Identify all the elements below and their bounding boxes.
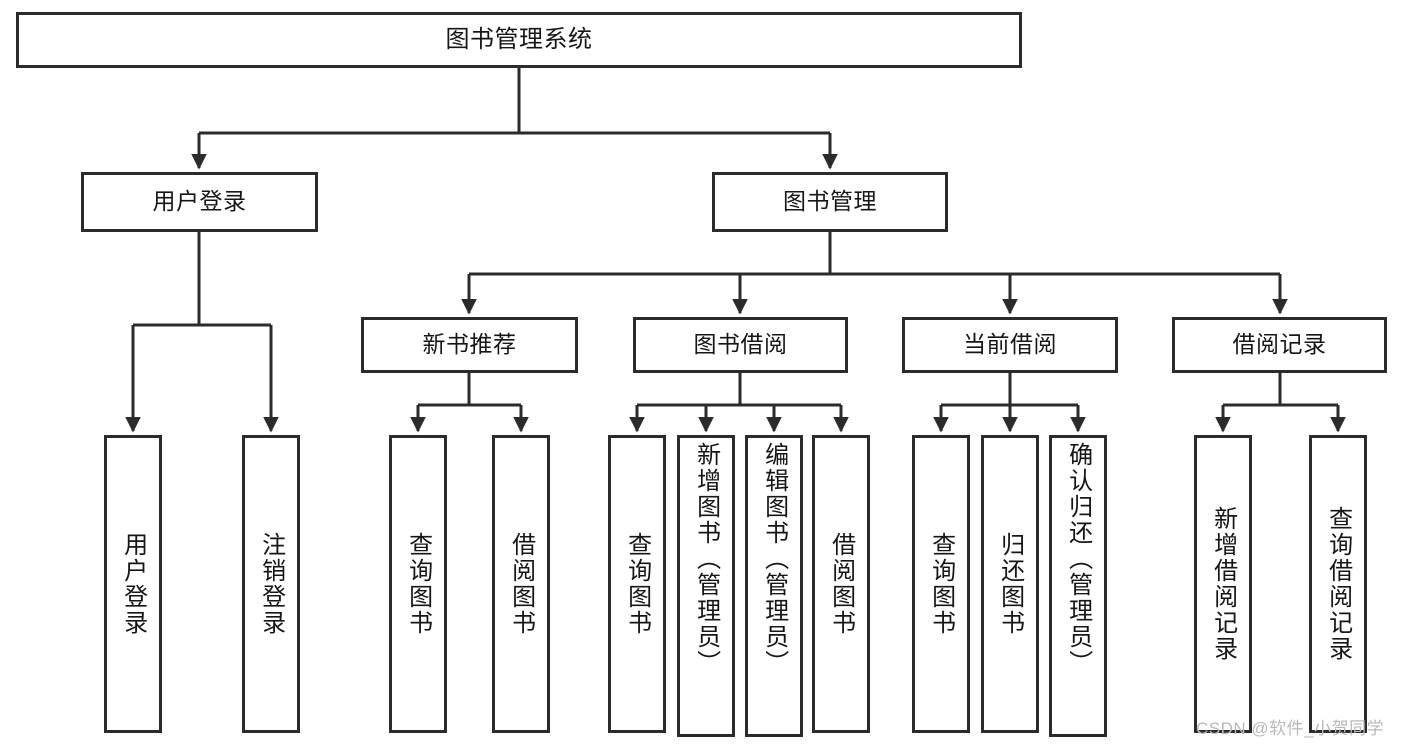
node-label: 归还图书 <box>996 532 1024 636</box>
csdn-watermark: CSDN @软件_小贺同学 <box>1196 719 1385 738</box>
node-label: 图书借阅 <box>693 331 788 358</box>
node-root-book-management-system[interactable]: 图书管理系统 <box>16 12 1022 68</box>
node-book-management[interactable]: 图书管理 <box>712 172 948 232</box>
node-label: 注销登录 <box>257 532 285 636</box>
node-label: 新书推荐 <box>422 331 517 358</box>
leaf-book-borrow-add-book-admin[interactable]: 新增图书（管理员） <box>677 435 735 737</box>
leaf-current-borrow-query-book[interactable]: 查询图书 <box>912 435 970 733</box>
node-label: 借阅记录 <box>1232 331 1327 358</box>
node-label: 用户登录 <box>152 188 247 215</box>
node-label: 图书管理系统 <box>445 25 593 53</box>
node-current-borrow[interactable]: 当前借阅 <box>902 317 1118 373</box>
node-label: 用户登录 <box>119 532 147 636</box>
node-label: 当前借阅 <box>963 331 1057 358</box>
node-label: 新增借阅记录 <box>1209 506 1237 662</box>
leaf-user-logout[interactable]: 注销登录 <box>242 435 300 733</box>
node-label: 借阅图书 <box>507 532 535 636</box>
node-user-login[interactable]: 用户登录 <box>81 172 318 232</box>
node-label: 查询图书 <box>623 532 651 636</box>
node-label: 确认归还（管理员） <box>1064 442 1092 676</box>
node-label: 编辑图书（管理员） <box>760 442 788 676</box>
node-label: 查询图书 <box>404 532 432 636</box>
leaf-new-book-borrow-book[interactable]: 借阅图书 <box>492 435 550 733</box>
node-label: 借阅图书 <box>827 532 855 636</box>
leaf-current-borrow-return-book[interactable]: 归还图书 <box>981 435 1039 733</box>
leaf-borrow-record-query-record[interactable]: 查询借阅记录 <box>1309 435 1367 733</box>
node-new-book-recommend[interactable]: 新书推荐 <box>361 317 578 373</box>
leaf-book-borrow-borrow-book[interactable]: 借阅图书 <box>812 435 870 733</box>
leaf-new-book-query-book[interactable]: 查询图书 <box>389 435 447 733</box>
node-label: 查询借阅记录 <box>1324 506 1352 662</box>
leaf-user-login[interactable]: 用户登录 <box>104 435 162 733</box>
leaf-current-borrow-confirm-return-admin[interactable]: 确认归还（管理员） <box>1049 435 1107 737</box>
leaf-book-borrow-edit-book-admin[interactable]: 编辑图书（管理员） <box>745 435 803 737</box>
node-label: 新增图书（管理员） <box>692 442 720 676</box>
node-borrow-record[interactable]: 借阅记录 <box>1172 317 1387 373</box>
node-book-borrow[interactable]: 图书借阅 <box>633 317 848 373</box>
node-label: 图书管理 <box>783 188 877 215</box>
leaf-book-borrow-query-book[interactable]: 查询图书 <box>608 435 666 733</box>
leaf-borrow-record-add-record[interactable]: 新增借阅记录 <box>1194 435 1252 733</box>
node-label: 查询图书 <box>927 532 955 636</box>
